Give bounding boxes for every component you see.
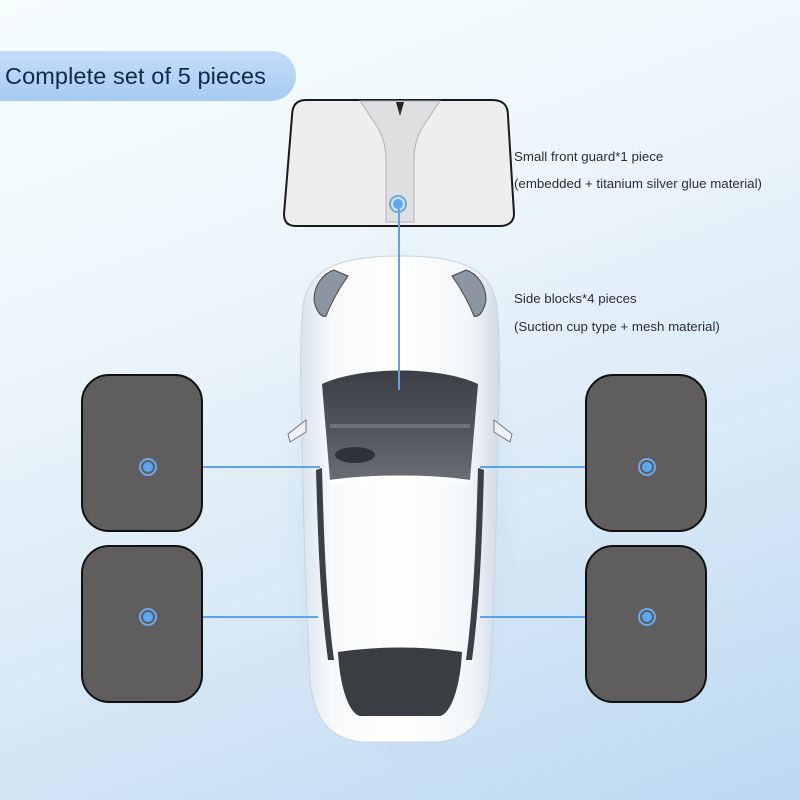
side-shade-right-front [585, 374, 707, 532]
side-blocks-detail: (Suction cup type + mesh material) [514, 319, 720, 334]
side-connector-left-lower [150, 616, 318, 618]
front-guard-marker-icon [389, 195, 407, 213]
side-connector-right-upper [480, 466, 646, 468]
title-banner: Complete set of 5 pieces [0, 51, 296, 101]
side-connector-left-upper [150, 466, 320, 468]
front-guard-detail: (embedded + titanium silver glue materia… [514, 176, 762, 191]
side-blocks-title: Side blocks*4 pieces [514, 291, 637, 306]
side-connector-right-lower [480, 616, 646, 618]
title-text: Complete set of 5 pieces [5, 62, 267, 89]
front-guard-connector [398, 204, 400, 390]
right-front-marker-icon [638, 458, 656, 476]
left-rear-marker-icon [139, 608, 157, 626]
side-shade-left-front [81, 374, 203, 532]
right-rear-marker-icon [638, 608, 656, 626]
left-front-marker-icon [139, 458, 157, 476]
front-guard-title: Small front guard*1 piece [514, 149, 664, 164]
